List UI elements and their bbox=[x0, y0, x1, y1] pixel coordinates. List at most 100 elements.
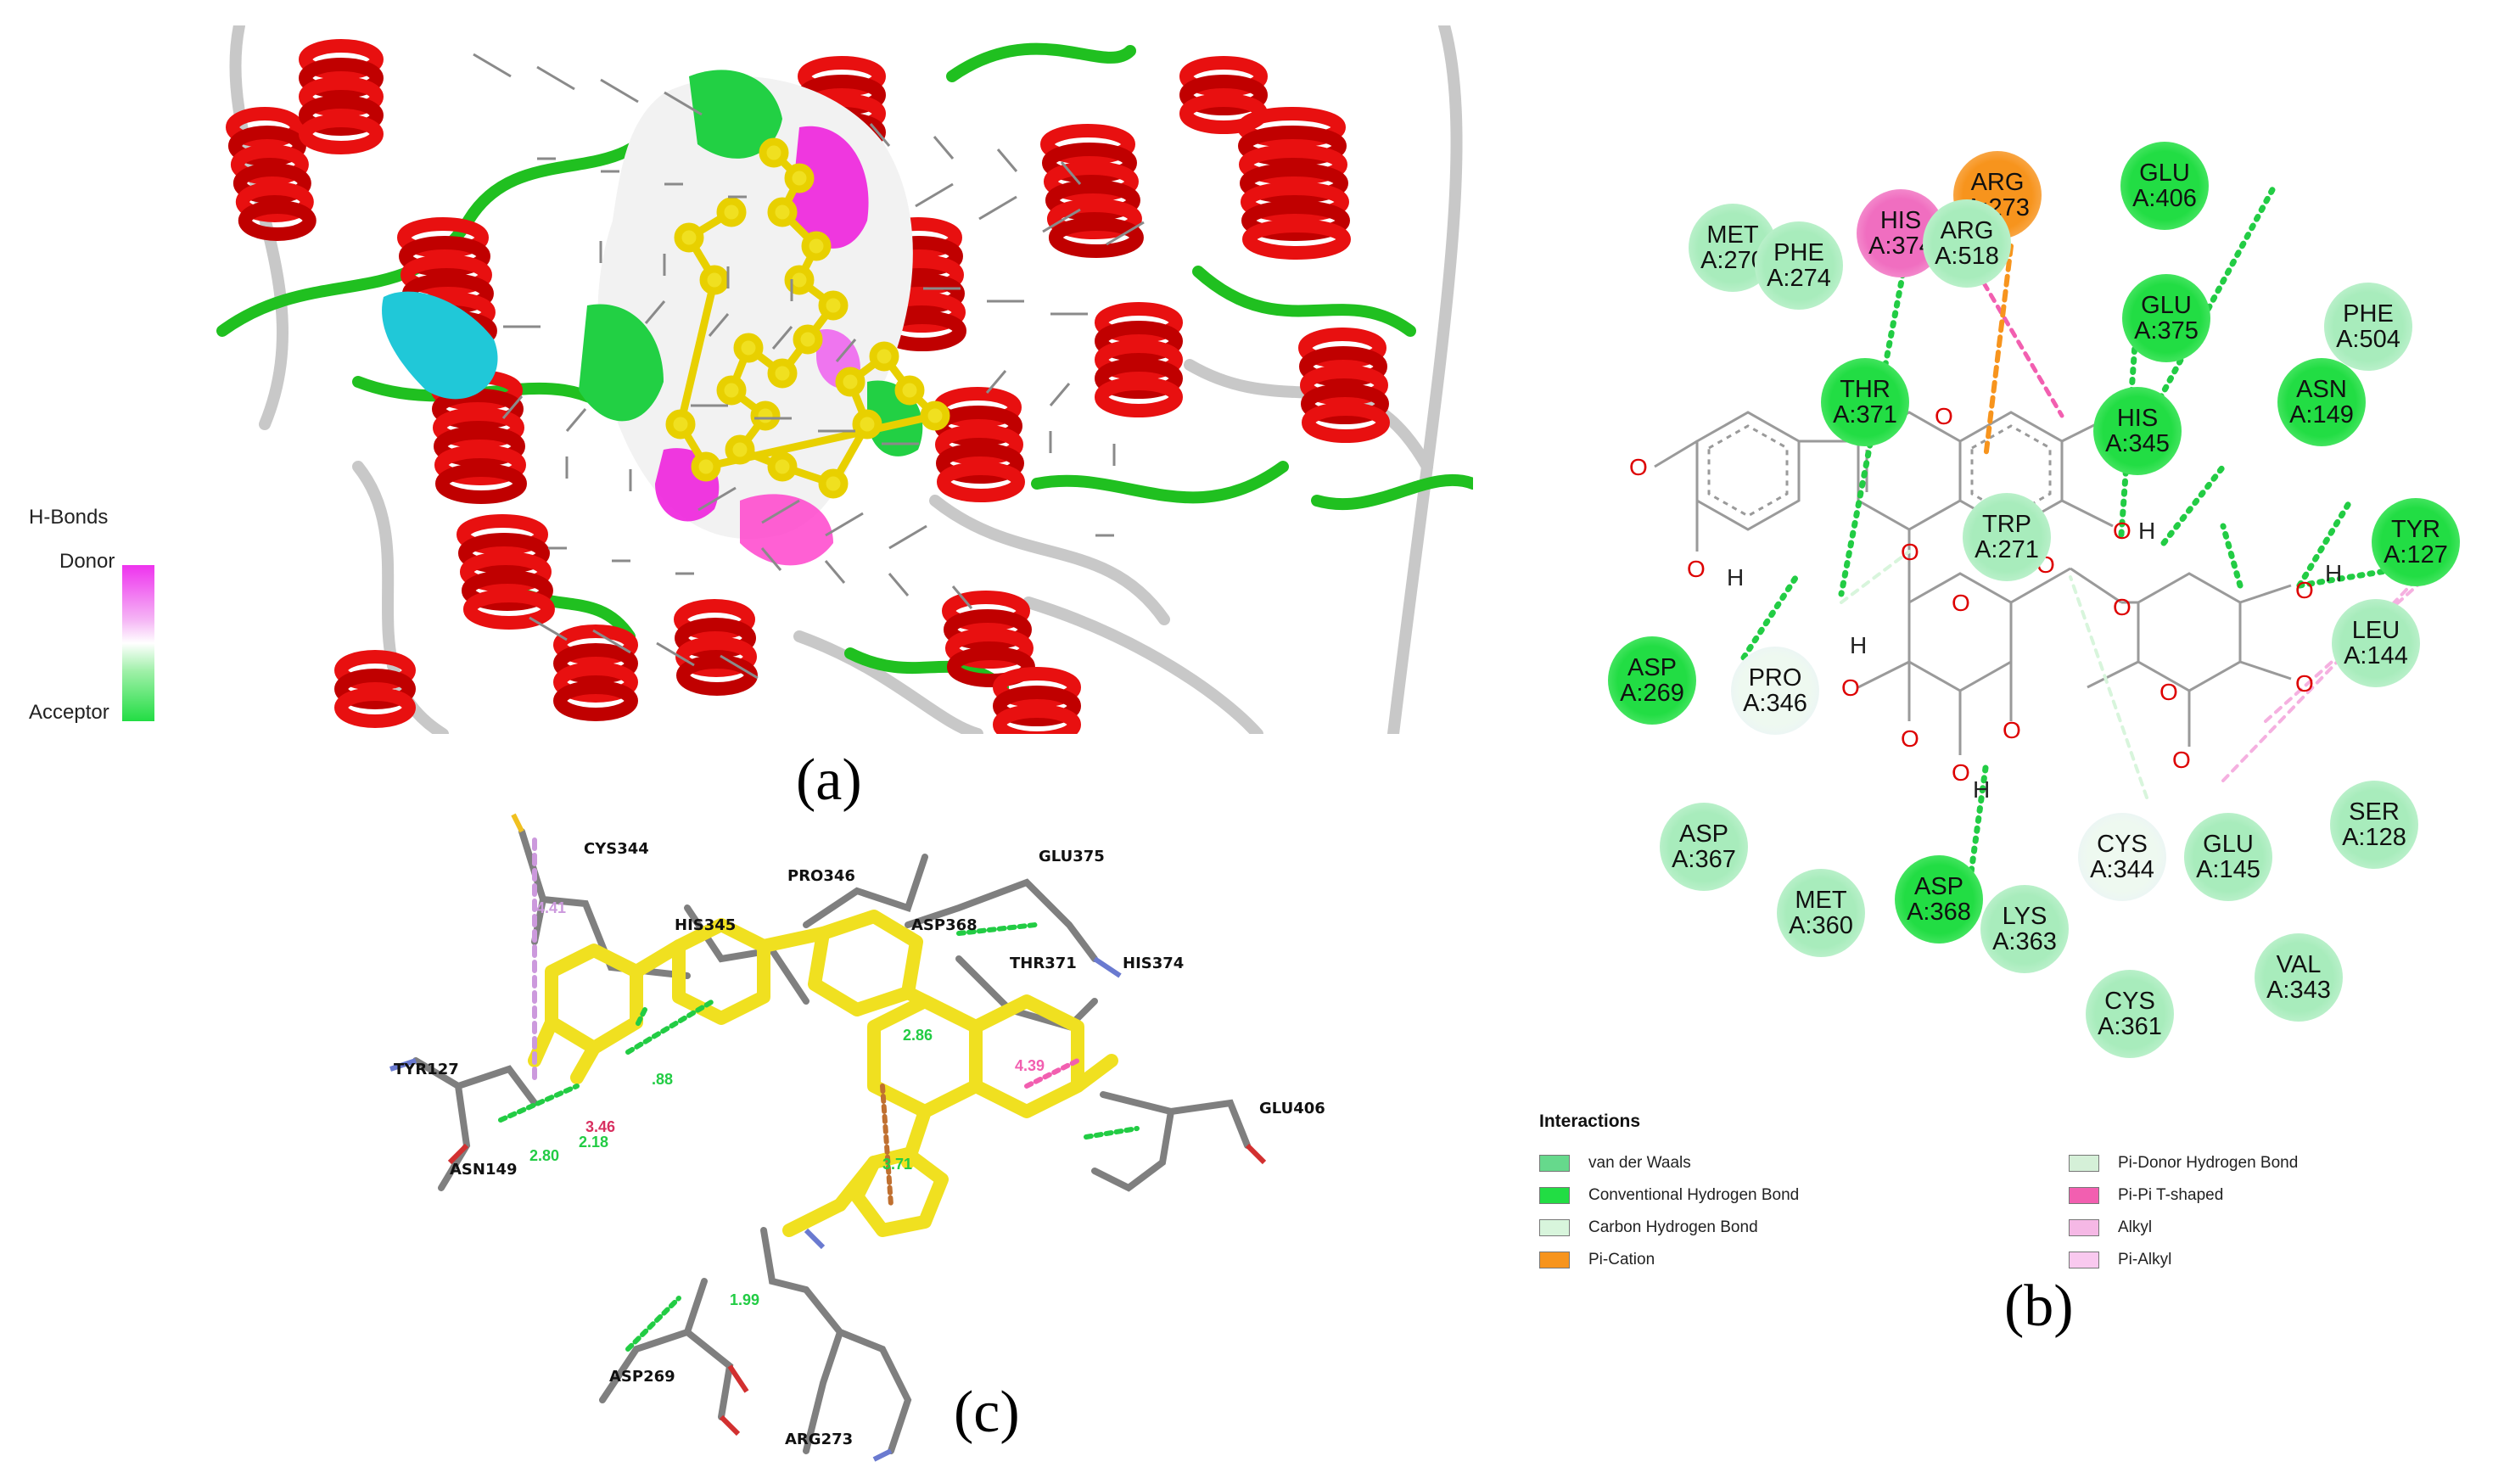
alpha-helix-turn bbox=[459, 552, 552, 592]
panel-a-structure-view bbox=[188, 20, 1479, 745]
legend-item: Pi-Alkyl bbox=[2069, 1251, 2171, 1269]
alpha-helix-turn bbox=[1241, 200, 1350, 241]
legend-item: Carbon Hydrogen Bond bbox=[1539, 1218, 1758, 1237]
alpha-helix-turn bbox=[299, 76, 384, 117]
alpha-helix-turn bbox=[1043, 161, 1139, 202]
residue-number: A:271 bbox=[1975, 536, 2039, 563]
ligand-atom bbox=[759, 137, 789, 168]
residue-stick bbox=[720, 654, 759, 680]
residue-name: ASN bbox=[2296, 376, 2347, 403]
ligand-atom bbox=[674, 222, 704, 253]
ligand-atom bbox=[818, 468, 849, 499]
residue-name: ASP bbox=[1627, 654, 1678, 681]
legend-swatch bbox=[2069, 1219, 2099, 1236]
residue-stick bbox=[473, 53, 512, 78]
residue-stick bbox=[600, 78, 639, 104]
residue-stick bbox=[664, 91, 703, 116]
residue-stick bbox=[1106, 221, 1145, 246]
alpha-helix-turn bbox=[1045, 180, 1140, 221]
alpha-helix-turn bbox=[457, 514, 548, 555]
atom-h: H bbox=[2138, 518, 2155, 544]
residue-stick bbox=[888, 524, 927, 550]
atom-o: O bbox=[2159, 679, 2178, 705]
residue-number: A:269 bbox=[1620, 680, 1684, 707]
legend-swatch bbox=[1539, 1155, 1570, 1172]
ligand-atom bbox=[699, 265, 730, 295]
residue-stick bbox=[825, 512, 864, 537]
atom-h: H bbox=[1727, 564, 1744, 591]
atom-o: O bbox=[1629, 454, 1648, 480]
alpha-helix-turn bbox=[1298, 346, 1387, 387]
protein-ribbon-render bbox=[188, 20, 1479, 745]
alpha-helix-turn bbox=[935, 443, 1024, 484]
residue-number: A:345 bbox=[2105, 430, 2170, 457]
residue-name: ARG bbox=[1970, 169, 2025, 196]
ligand-atom bbox=[852, 409, 882, 440]
residue-name: HIS bbox=[2116, 405, 2159, 432]
alpha-helix-turn bbox=[1046, 199, 1142, 239]
residue-stick bbox=[592, 629, 631, 654]
residue-number: A:128 bbox=[2342, 824, 2406, 851]
legend-item: Conventional Hydrogen Bond bbox=[1539, 1186, 1799, 1205]
alpha-helix-turn bbox=[400, 255, 492, 295]
ligand-atom bbox=[767, 451, 798, 482]
ligand-atom bbox=[750, 400, 781, 431]
alpha-helix-turn bbox=[1095, 321, 1183, 361]
legend-label: Pi-Alkyl bbox=[2118, 1251, 2172, 1268]
residue-name: GLU bbox=[2141, 292, 2192, 319]
atom-o: O bbox=[1952, 590, 1970, 616]
distance-label: 4.39 bbox=[1015, 1057, 1045, 1074]
ligand-atom bbox=[691, 451, 721, 482]
residue-number: A:360 bbox=[1789, 912, 1853, 939]
residue-stick bbox=[996, 148, 1018, 172]
alpha-helix-turn bbox=[235, 182, 314, 222]
alpha-helix-turn bbox=[457, 533, 550, 574]
residue-name: PRO bbox=[1748, 664, 1802, 692]
alpha-helix-turn bbox=[553, 662, 638, 703]
residue-stick bbox=[1042, 208, 1081, 233]
alpha-helix-turn bbox=[299, 39, 384, 80]
ligand-3d-sticks bbox=[389, 813, 1267, 1462]
alpha-helix-turn bbox=[946, 647, 1035, 687]
alpha-helix-turn bbox=[432, 407, 524, 448]
legend-item: Pi-Pi T-shaped bbox=[2069, 1186, 2223, 1205]
residue-stick bbox=[951, 585, 973, 609]
residue-name: CYS bbox=[2097, 831, 2148, 858]
residue-name: MET bbox=[1795, 887, 1847, 914]
residue-stick bbox=[869, 123, 891, 147]
alpha-helix-turn bbox=[1095, 377, 1183, 417]
distance-label: 4.41 bbox=[536, 899, 567, 916]
alpha-helix-turn bbox=[942, 591, 1030, 631]
alpha-helix-turn bbox=[1040, 124, 1135, 165]
alpha-helix-turn bbox=[1095, 358, 1183, 399]
residue-name: HIS bbox=[1879, 207, 1922, 234]
residue-name: GLU bbox=[2139, 160, 2190, 187]
alpha-helix-turn bbox=[462, 589, 555, 630]
alpha-helix-turn bbox=[299, 114, 384, 154]
residue-name: TRP bbox=[1982, 511, 2031, 538]
alpha-helix-turn bbox=[461, 570, 553, 611]
alpha-helix-turn bbox=[993, 667, 1081, 708]
residue-number: A:363 bbox=[1992, 928, 2057, 955]
residue-stick bbox=[501, 395, 524, 419]
ligand-atom bbox=[784, 163, 815, 193]
interactions-legend-title: Interactions bbox=[1539, 1112, 1641, 1131]
legend-swatch bbox=[1539, 1252, 1570, 1268]
alpha-helix-turn bbox=[1237, 126, 1347, 166]
ligand-atom bbox=[920, 400, 950, 431]
ligand-atom bbox=[818, 290, 849, 321]
alpha-helix-turn bbox=[674, 618, 756, 658]
residue-stick bbox=[529, 616, 568, 641]
residue-number: A:371 bbox=[1833, 401, 1897, 428]
legend-item: van der Waals bbox=[1539, 1154, 1691, 1173]
alpha-helix-turn bbox=[798, 56, 886, 97]
panel-label-a: (a) bbox=[796, 748, 862, 813]
